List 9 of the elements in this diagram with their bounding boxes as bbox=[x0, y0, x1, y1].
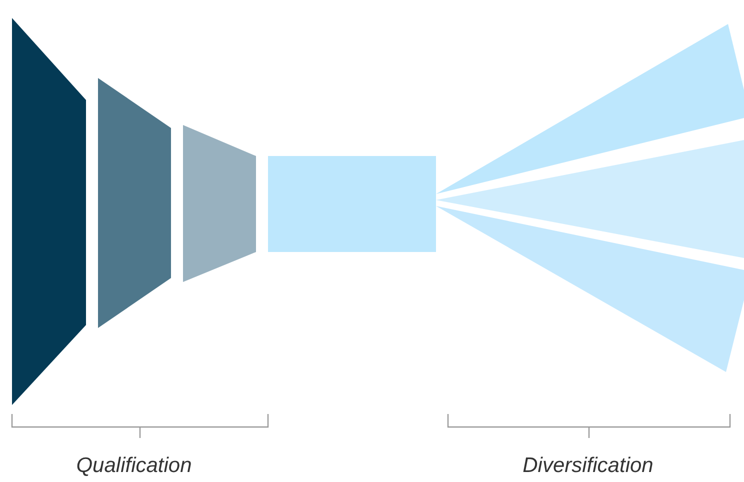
wedge-shape bbox=[436, 206, 744, 372]
rectangle-shape bbox=[268, 156, 436, 252]
section-label: Qualification bbox=[75, 454, 193, 478]
wedge-shape bbox=[436, 140, 744, 258]
section-label: Diversification bbox=[522, 454, 654, 478]
wedge-shape bbox=[436, 24, 744, 194]
trapezoid-shape bbox=[183, 125, 256, 282]
trapezoid-shape bbox=[98, 78, 171, 328]
trapezoid-shape bbox=[12, 18, 86, 405]
